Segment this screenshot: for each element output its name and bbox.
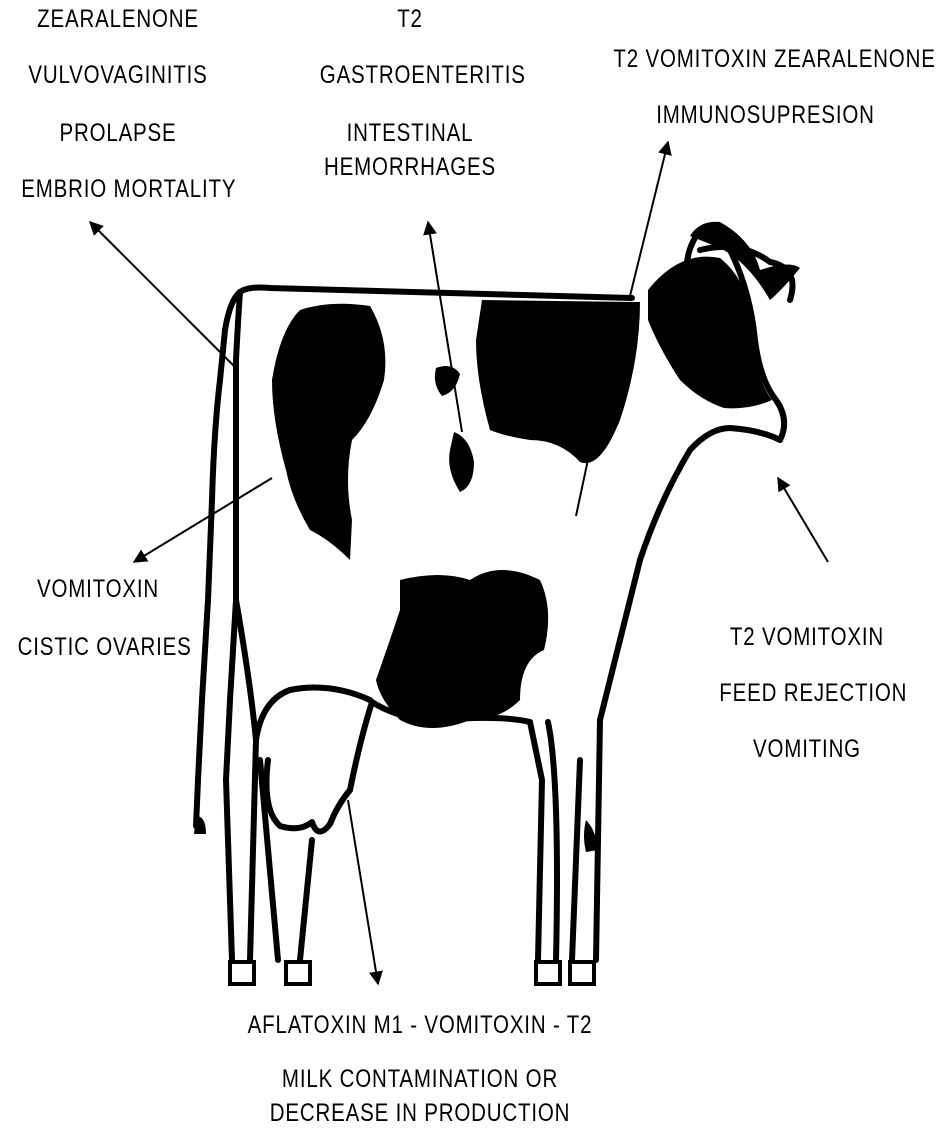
production-decrease-label: DECREASE IN PRODUCTION <box>240 1098 601 1128</box>
feed-toxin-label: T2 VOMITOXIN <box>719 622 894 652</box>
cow-black-patches <box>194 222 800 852</box>
hooves <box>230 962 594 984</box>
vomiting-label: VOMITING <box>719 734 894 764</box>
immune-toxin-label: T2 VOMITOXIN ZEARALENONE <box>613 44 917 74</box>
intestinal-toxin-label: T2 <box>320 4 500 34</box>
prolapse-label: PROLAPSE <box>21 118 215 148</box>
feed-rejection-label: FEED REJECTION <box>719 678 894 708</box>
hemorrhages-label: HEMORRHAGES <box>320 152 500 182</box>
cistic-ovaries-label: CISTIC OVARIES <box>18 632 179 662</box>
ovaries-toxin-label: VOMITOXIN <box>18 574 179 604</box>
gastroenteritis-label: GASTROENTERITIS <box>320 60 500 90</box>
vulvovaginitis-label: VULVOVAGINITIS <box>21 60 215 90</box>
intestinal-label: INTESTINAL <box>320 118 500 148</box>
immunosupression-label: IMMUNOSUPRESION <box>613 100 917 130</box>
milk-contamination-label: MILK CONTAMINATION OR <box>240 1064 601 1094</box>
reproductive-toxin-label: ZEARALENONE <box>21 4 215 34</box>
milk-toxin-label: AFLATOXIN M1 - VOMITOXIN - T2 <box>240 1010 601 1040</box>
embryo-mortality-label: EMBRIO MORTALITY <box>21 174 215 204</box>
